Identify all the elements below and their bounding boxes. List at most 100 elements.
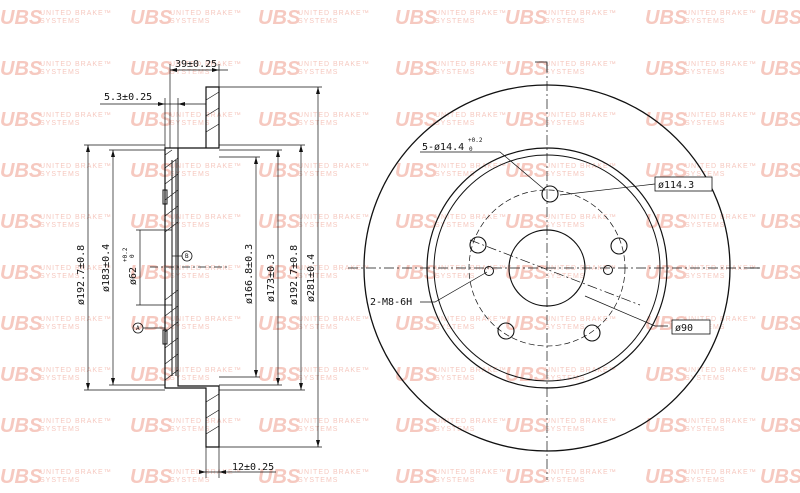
watermark-line1: UNITED BRAKE™ <box>545 316 617 323</box>
watermark-line2: SYSTEMS <box>40 120 80 127</box>
watermark-line1: UNITED BRAKE™ <box>170 418 242 425</box>
watermark-line1: UNITED BRAKE™ <box>545 112 617 119</box>
watermark-line1: UNITED BRAKE™ <box>435 469 507 476</box>
watermark-line1: UNITED BRAKE™ <box>685 214 757 221</box>
watermark-logo: UBS <box>760 313 800 335</box>
bolt-holes-label: 5-ø14.4 <box>422 142 464 153</box>
watermark-logo: UBS <box>645 160 688 182</box>
watermark-logo: UBS <box>258 262 301 284</box>
watermark-line1: UNITED BRAKE™ <box>685 10 757 17</box>
watermark-line1: UNITED BRAKE™ <box>298 316 370 323</box>
watermark-logo: UBS <box>505 7 548 29</box>
watermark-logo: UBS <box>395 313 438 335</box>
watermark-line2: SYSTEMS <box>545 273 585 280</box>
watermark-line1: UNITED BRAKE™ <box>435 214 507 221</box>
watermark-logo: UBS <box>760 58 800 80</box>
watermark-line1: UNITED BRAKE™ <box>40 265 112 272</box>
watermark-logo: UBS <box>130 160 173 182</box>
center-bore-tol-upper: +0.2 <box>122 247 129 262</box>
dia-outer-hat-label: ø192.7±0.8 <box>76 245 87 305</box>
watermark-logo: UBS <box>505 109 548 131</box>
bolt-hole-1 <box>541 185 559 203</box>
watermark-line2: SYSTEMS <box>170 375 210 382</box>
watermark-logo: UBS <box>645 7 688 29</box>
watermark-line2: SYSTEMS <box>435 18 475 25</box>
watermark-logo: UBS <box>258 466 301 488</box>
watermark-line2: SYSTEMS <box>40 273 80 280</box>
watermark-logo: UBS <box>0 313 43 335</box>
watermark-line2: SYSTEMS <box>40 171 80 178</box>
datum-a-label: A <box>136 325 140 332</box>
watermark-logo: UBS <box>0 211 43 233</box>
watermark-logo: UBS <box>258 160 301 182</box>
watermark-line2: SYSTEMS <box>685 375 725 382</box>
watermark-line2: SYSTEMS <box>170 426 210 433</box>
watermark-line1: UNITED BRAKE™ <box>685 265 757 272</box>
watermark-line2: SYSTEMS <box>40 69 80 76</box>
thread-hole-1 <box>484 266 494 276</box>
watermark-logo: UBS <box>505 262 548 284</box>
watermark-line1: UNITED BRAKE™ <box>545 469 617 476</box>
center-bore-tol-lower: 0 <box>129 254 136 258</box>
section-hatching <box>164 91 220 435</box>
dimension-lines <box>84 64 322 478</box>
watermark-logo: UBS <box>505 58 548 80</box>
watermark-line2: SYSTEMS <box>298 18 338 25</box>
watermark-line2: SYSTEMS <box>685 273 725 280</box>
watermark-line2: SYSTEMS <box>298 69 338 76</box>
front-view-labels: 5-ø14.4 +0.2 0 ø114.3 2-M8-6H ø90 <box>370 137 713 335</box>
watermark-line1: UNITED BRAKE™ <box>170 61 242 68</box>
watermark-line2: SYSTEMS <box>545 120 585 127</box>
watermark-line1: UNITED BRAKE™ <box>298 61 370 68</box>
watermark-logo: UBS <box>0 364 43 386</box>
watermark-line2: SYSTEMS <box>40 222 80 229</box>
watermark-line1: UNITED BRAKE™ <box>40 163 112 170</box>
watermark-line1: UNITED BRAKE™ <box>170 367 242 374</box>
watermark-logo: UBS <box>645 466 688 488</box>
watermark-line2: SYSTEMS <box>170 69 210 76</box>
bolt-holes <box>469 185 628 342</box>
watermark-logo: UBS <box>645 415 688 437</box>
watermark-line2: SYSTEMS <box>298 477 338 484</box>
watermark-line1: UNITED BRAKE™ <box>435 112 507 119</box>
watermark-line1: UNITED BRAKE™ <box>170 469 242 476</box>
watermark-logo: UBS <box>395 211 438 233</box>
center-dia-label: ø90 <box>675 323 693 334</box>
watermark-line2: SYSTEMS <box>170 18 210 25</box>
bolt-hole-2 <box>469 236 487 254</box>
watermark-line2: SYSTEMS <box>435 273 475 280</box>
watermark-line1: UNITED BRAKE™ <box>685 61 757 68</box>
watermark-logo: UBS <box>760 160 800 182</box>
watermark-line1: UNITED BRAKE™ <box>545 214 617 221</box>
watermark-line2: SYSTEMS <box>170 324 210 331</box>
watermark-logo: UBS <box>395 415 438 437</box>
watermark-logo: UBS <box>0 109 43 131</box>
dia-173-label: ø173±0.3 <box>266 254 277 302</box>
watermark-logo: UBS <box>760 109 800 131</box>
watermark-logo: UBS <box>505 211 548 233</box>
dia-192-inner-label: ø192.7±0.8 <box>289 245 300 305</box>
watermark-logo: UBS <box>505 160 548 182</box>
watermark-logo: UBS <box>258 415 301 437</box>
watermark-line1: UNITED BRAKE™ <box>170 214 242 221</box>
watermark-logo: UBS <box>0 262 43 284</box>
watermark-logo: UBS <box>0 160 43 182</box>
watermark-logo: UBS <box>760 466 800 488</box>
hat-thickness-label: 5.3±0.25 <box>104 92 152 103</box>
watermark-logo: UBS <box>258 58 301 80</box>
watermark-line2: SYSTEMS <box>685 222 725 229</box>
watermark-logo: UBS <box>505 313 548 335</box>
thread-hole-2 <box>603 265 613 275</box>
watermark-line2: SYSTEMS <box>170 171 210 178</box>
watermark-logo: UBS <box>130 364 173 386</box>
datum-b-label: B <box>185 253 189 260</box>
watermark-line1: UNITED BRAKE™ <box>685 316 757 323</box>
watermark-line1: UNITED BRAKE™ <box>170 10 242 17</box>
watermark-line1: UNITED BRAKE™ <box>40 10 112 17</box>
watermark-logo: UBS <box>130 415 173 437</box>
watermark-logo: UBS <box>130 313 173 335</box>
watermark-logo: UBS <box>395 7 438 29</box>
watermark-line2: SYSTEMS <box>435 120 475 127</box>
